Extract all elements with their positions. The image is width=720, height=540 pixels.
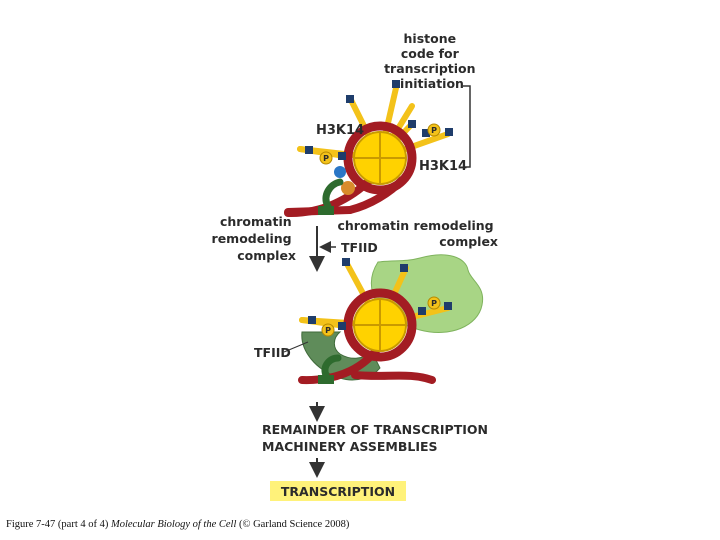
tfiid-left-label: TFIID — [254, 345, 291, 360]
bottom-nucleosome: P P — [298, 254, 484, 385]
dna-wrap — [343, 121, 417, 195]
acetyl-marks — [308, 258, 452, 330]
phospho-mark — [427, 123, 441, 137]
caption-book-title: Molecular Biology of the Cell — [110, 519, 237, 530]
phospho-label: P — [323, 154, 329, 163]
tfiid-top-label: TFIID — [341, 240, 378, 255]
reader-protein — [334, 166, 346, 178]
caption-prefix: Figure 7-47 (part 4 of 4) — [6, 519, 111, 530]
top-nucleosome: P P — [284, 80, 453, 218]
figure-caption: Figure 7-47 (part 4 of 4) Molecular Biol… — [6, 519, 349, 530]
histone-code-label: histone code for transcription initiatio… — [384, 31, 480, 91]
promoter-element — [318, 206, 334, 215]
h3k14-left-label: H3K14 — [316, 123, 364, 138]
phospho-label: P — [431, 299, 437, 308]
remodel-right-label: chromatin remodeling complex — [338, 218, 499, 249]
phospho-mark — [319, 151, 333, 165]
histone-code-bracket — [463, 85, 471, 168]
caption-suffix: (© Garland Science 2008) — [236, 519, 350, 530]
transcription-box — [270, 481, 406, 501]
kinase-protein — [341, 181, 355, 195]
phospho-label: P — [325, 326, 331, 335]
remodel-left-label: chromatin remodeling complex — [212, 214, 296, 263]
transcription-label: TRANSCRIPTION — [281, 484, 395, 499]
acetyl-marks — [305, 80, 453, 160]
phospho-label: P — [431, 126, 437, 135]
h3k14-right-label: H3K14 — [419, 159, 467, 174]
promoter-element — [318, 375, 334, 384]
tfiid-pointer — [283, 341, 309, 353]
remainder-label: REMAINDER OF TRANSCRIPTION MACHINERY ASS… — [262, 422, 492, 454]
